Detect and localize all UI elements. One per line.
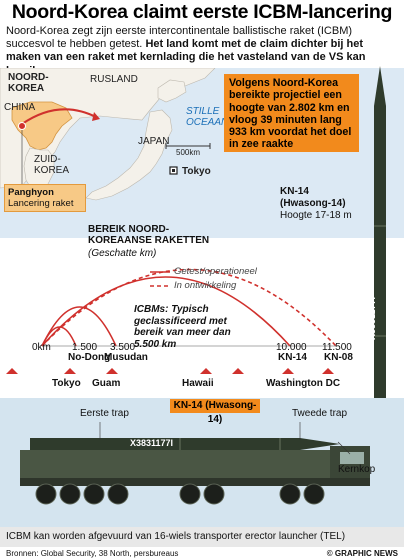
icbm-note: ICBMs: Typisch geclassificeerd met berei…: [134, 304, 231, 350]
label-tweede-trap: Tweede trap: [292, 408, 348, 419]
credit: © GRAPHIC NEWS: [326, 549, 398, 558]
page-title: Noord-Korea claimt eerste ICBM-lancering: [11, 1, 393, 23]
legend-dev: In ontwikkeling: [174, 280, 237, 291]
caption: ICBM kan worden afgevuurd van 16-wiels t…: [0, 527, 404, 547]
label-eerste-trap: Eerste trap: [80, 408, 129, 419]
km-kn14: 10.000: [276, 342, 307, 353]
label-zuid-korea: ZUID- KOREA: [34, 154, 70, 176]
panghyon-title: Panghyon: [8, 187, 54, 198]
truck-label: KN-14 (Hwasong-14): [170, 399, 260, 425]
panghyon-callout: Panghyon Lancering raket: [4, 184, 86, 212]
city-hawaii: Hawaii: [182, 378, 214, 389]
truck-illustration: [20, 422, 370, 505]
truck-serial: X3831177I: [130, 438, 174, 448]
name-musudan: Musudan: [104, 352, 148, 363]
km-kn08: 11.500: [322, 342, 352, 353]
name-kn14: KN-14: [278, 352, 307, 363]
name-kn08: KN-08: [324, 352, 353, 363]
missile-side-label: KN-14 (Hwasong-14) Hoogte 17-18 m: [280, 186, 360, 222]
range-arcs: [41, 268, 337, 347]
missile-side-height: Hoogte 17-18 m: [280, 210, 352, 221]
scale-label: 500km: [176, 148, 201, 157]
missile-side-alias: (Hwasong-14): [280, 198, 346, 209]
missile-side-name: KN-14: [280, 186, 309, 197]
truck-panel: X3831177I Eerste trap Tweede trap Kernko…: [0, 398, 404, 532]
label-japan: JAPAN: [138, 136, 170, 147]
subtitle-bold: Het land komt met de claim dichter bij h…: [6, 38, 366, 76]
city-markers: [6, 368, 334, 374]
map-shapes: [0, 68, 216, 201]
name-nodong: No-Dong: [68, 352, 111, 363]
info-box: Volgens Noord-Korea bereikte projectiel …: [224, 74, 359, 152]
label-kernkop: Kernkop: [338, 464, 376, 475]
subtitle-normal: Noord-Korea zegt zijn eerste intercontin…: [6, 25, 353, 51]
subtitle: Noord-Korea zegt zijn eerste intercontin…: [6, 25, 400, 78]
label-china: CHINA: [4, 102, 36, 113]
range-subtitle: (Geschatte km): [88, 248, 157, 259]
label-tokyo: Tokyo: [182, 166, 211, 177]
km-nodong: 1.500: [72, 342, 98, 353]
label-stille-oceaan: STILLE OCEAAN: [186, 106, 229, 128]
range-chart: BEREIK NOORD- KOREAANSE RAKETTEN (Gescha…: [0, 224, 404, 398]
km-0: 0km: [32, 342, 51, 353]
range-title: BEREIK NOORD- KOREAANSE RAKETTEN: [88, 224, 210, 246]
km-musudan: 3.500: [110, 342, 136, 353]
sources: Bronnen: Global Security, 38 North, pers…: [6, 549, 179, 558]
city-washington: Washington DC: [266, 378, 341, 389]
city-tokyo: Tokyo: [52, 378, 81, 389]
label-noord-korea: NOORD- KOREA: [8, 72, 49, 94]
panghyon-text: Lancering raket: [8, 198, 74, 209]
legend-tested: Getest/operationeel: [174, 266, 257, 277]
label-rusland: RUSLAND: [90, 74, 138, 85]
city-guam: Guam: [92, 378, 121, 389]
